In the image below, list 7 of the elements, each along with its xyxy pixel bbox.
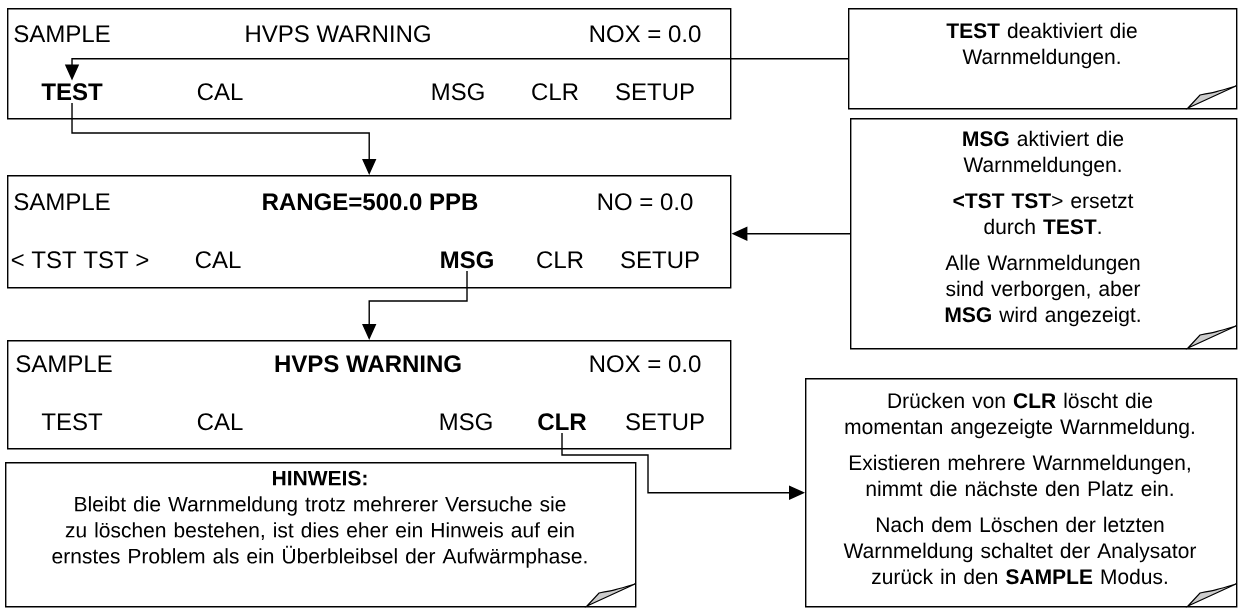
key-label: CLR xyxy=(538,413,587,431)
key-label: MSG xyxy=(441,251,493,269)
key-label: TEST xyxy=(41,83,103,101)
note-box: Drücken von CLR löscht die momentan angezeigte Warnmeldung. Existieren mehrere Warnmeldungen, nimmt die nächste den Platz ein. Nach dem Löschen der letzten Warnmeldung schaltet der Analysator zurück in den SAMPLE Modus. xyxy=(805,378,1238,608)
note-box: TEST deaktiviert die Warnmeldungen. xyxy=(848,8,1238,110)
note-box: MSG aktiviert die Warnmeldungen. <TST TST> ersetzt durch TEST. Alle Warnmeldungen sind verborgen, aber MSG wird angezeigt. xyxy=(850,118,1238,350)
note-box: HINWEIS: Bleibt die Warnmeldung trotz mehrerer Versuche sie zu löschen bestehen, ist dies eher ein Hinweis auf ein ernstes Problem als ein Überbleibsel der Aufwärmphase. xyxy=(5,462,637,608)
